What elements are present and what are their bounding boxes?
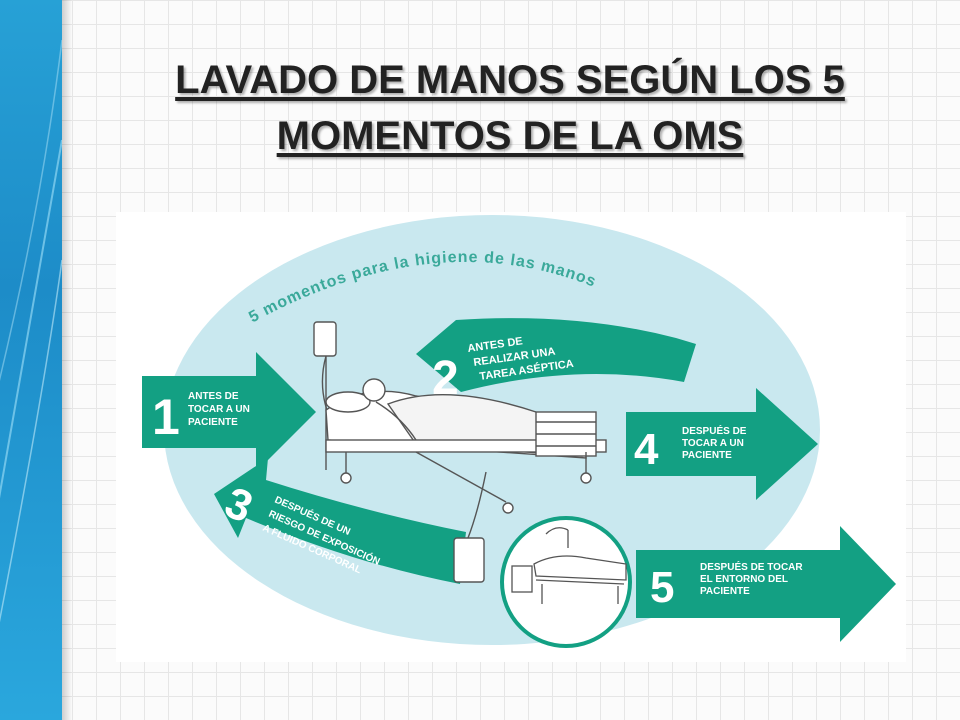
moment-5-line-3: PACIENTE xyxy=(700,586,750,597)
moment-1-number: 1 xyxy=(152,389,180,445)
decorative-sidebar xyxy=(0,0,62,720)
slide-title-line-1: LAVADO DE MANOS SEGÚN LOS 5 xyxy=(175,58,845,102)
patient-environment-inset xyxy=(500,516,632,648)
moment-1-line-3: PACIENTE xyxy=(188,417,238,428)
moment-4-arrow: 4 DESPUÉS DE TOCAR A UN PACIENTE xyxy=(626,388,818,500)
hospital-bed-illustration xyxy=(313,321,607,583)
sidebar-swoosh-decoration xyxy=(0,39,62,623)
moment-4-line-1: DESPUÉS DE xyxy=(682,424,747,437)
slide-title-line-2: MOMENTOS DE LA OMS xyxy=(276,114,744,158)
moment-5-arrow: 5 DESPUÉS DE TOCAR EL ENTORNO DEL PACIEN… xyxy=(636,526,896,642)
moment-5-line-1: DESPUÉS DE TOCAR xyxy=(700,560,803,573)
hand-hygiene-diagram: 5 momentos para la higiene de las manos … xyxy=(116,212,906,662)
moment-5-line-2: EL ENTORNO DEL xyxy=(700,574,788,585)
moment-4-line-2: TOCAR A UN xyxy=(682,438,744,449)
moment-5-number: 5 xyxy=(650,563,674,612)
moment-1-line-1: ANTES DE xyxy=(188,391,239,402)
moment-4-number: 4 xyxy=(634,425,659,474)
sidebar-shadow xyxy=(62,0,72,720)
moment-4-line-3: PACIENTE xyxy=(682,450,732,461)
slide-title: LAVADO DE MANOS SEGÚN LOS 5 MOMENTOS DE … xyxy=(90,52,930,164)
moment-1-line-2: TOCAR A UN xyxy=(188,404,250,415)
moment-3-arrow: 3 DESPUÉS DE UN RIESGO DE EXPOSICIÓN A F… xyxy=(214,458,466,584)
moment-1-arrow: 1 ANTES DE TOCAR A UN PACIENTE xyxy=(142,352,316,472)
